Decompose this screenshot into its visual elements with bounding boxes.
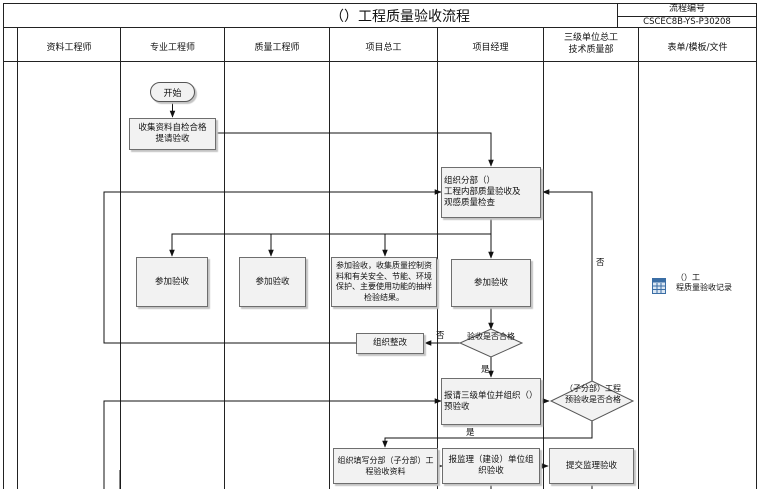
pre-acceptance-decision-text: （子分部）工程预验收是否合格 — [565, 384, 621, 404]
join-acceptance-specialty-box: 参加验收 — [136, 257, 208, 307]
fill-documents-box: 组织填写分部（子分部）工程验收资料 — [333, 448, 438, 484]
edge-label-no-left: 否 — [436, 331, 445, 341]
lane-header-chief-engineer: 项目总工 — [365, 43, 402, 53]
page-title: （）工程质量验收流程 — [330, 9, 470, 25]
rectify-box: 组织整改 — [356, 333, 424, 354]
report-supervision-box: 报监理（建设）单位组织验收 — [442, 448, 540, 484]
join-acceptance-pm-box: 参加验收 — [451, 259, 531, 307]
pre-acceptance-decision-shape — [549, 380, 635, 422]
lane-header-forms: 表单/模板/文件 — [667, 43, 728, 53]
process-number-label: 流程编号 — [668, 4, 705, 14]
submit-supervision-box: 提交监理验收 — [549, 448, 634, 484]
acceptance-decision-shape — [458, 328, 524, 358]
internal-inspection-box: 组织分部（） 工程内部质量验收及 观感质量检查 — [441, 167, 541, 218]
lane-header-project-manager: 项目经理 — [472, 43, 509, 53]
join-acceptance-chief-box: 参加验收，收集质量控制资料和有关安全、节能、环境保护、主要使用功能的抽样检验结果… — [331, 257, 437, 307]
acceptance-decision-text: 验收是否合格 — [467, 332, 515, 341]
document-quality-record-link[interactable]: （）工 程质量验收记录 — [676, 273, 732, 292]
lane-header-quality-engineer: 质量工程师 — [254, 43, 300, 53]
edge-label-yes-down: 是 — [481, 365, 490, 375]
process-number-value: CSCEC8B-YS-P30208 — [643, 17, 731, 27]
lane-header-third-level-unit: 三级单位总工 技术质量部 — [563, 33, 618, 55]
lane-header-data-engineer: 资料工程师 — [46, 43, 92, 53]
edge-label-no-right: 否 — [596, 258, 605, 268]
collect-self-check-box: 收集资料自检合格 提请验收 — [129, 118, 216, 150]
edge-label-yes-bottom: 是 — [466, 428, 475, 438]
join-acceptance-quality-box: 参加验收 — [239, 257, 306, 307]
lane-header-specialty-engineer: 专业工程师 — [149, 43, 195, 53]
start-node: 开始 — [150, 82, 195, 102]
report-third-level-box: 报请三级单位并组织（） 预验收 — [441, 378, 541, 425]
spreadsheet-icon — [652, 278, 666, 294]
